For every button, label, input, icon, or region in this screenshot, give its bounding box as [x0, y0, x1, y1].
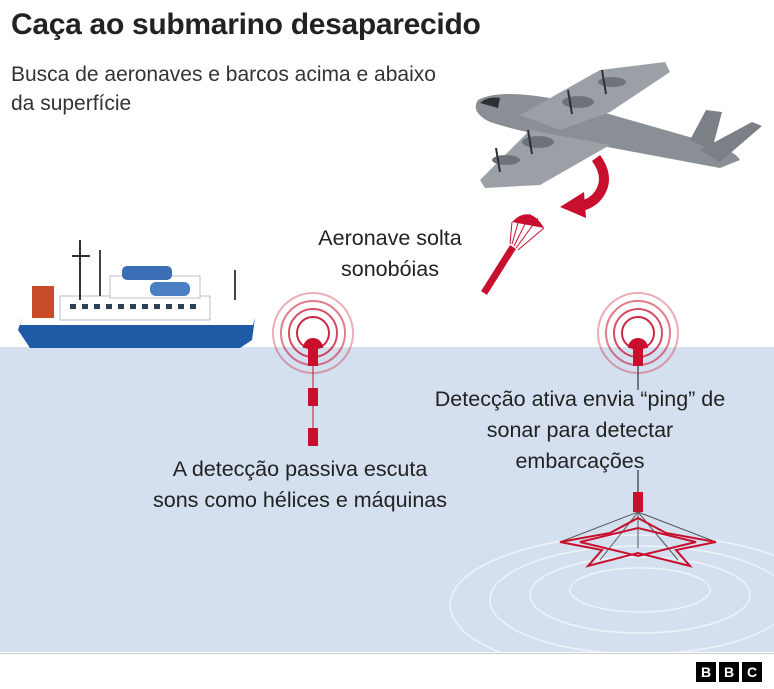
parachute-sonobuoy-icon	[481, 213, 545, 295]
aircraft-label: Aeronave solta sonobóias	[318, 226, 462, 281]
logo-letter: C	[742, 662, 762, 682]
active-detection-label: Detecção ativa envia “ping” de sonar par…	[434, 387, 726, 473]
aircraft-icon	[475, 62, 762, 188]
footer-divider	[0, 653, 774, 654]
curved-arrow-icon	[560, 155, 609, 218]
page-subtitle: Busca de aeronaves e barcos acima e abai…	[11, 63, 436, 115]
bbc-logo: B B C	[696, 662, 762, 682]
ship-icon	[18, 240, 255, 348]
active-sonobuoy-icon	[559, 292, 717, 568]
logo-letter: B	[719, 662, 739, 682]
passive-sonobuoy-icon	[272, 292, 354, 446]
logo-letter: B	[696, 662, 716, 682]
sea-ripples	[449, 534, 774, 676]
page-title: Caça ao submarino desaparecido	[11, 8, 481, 41]
sea-area	[0, 347, 774, 652]
passive-detection-label: A detecção passiva escuta sons como héli…	[153, 457, 447, 512]
